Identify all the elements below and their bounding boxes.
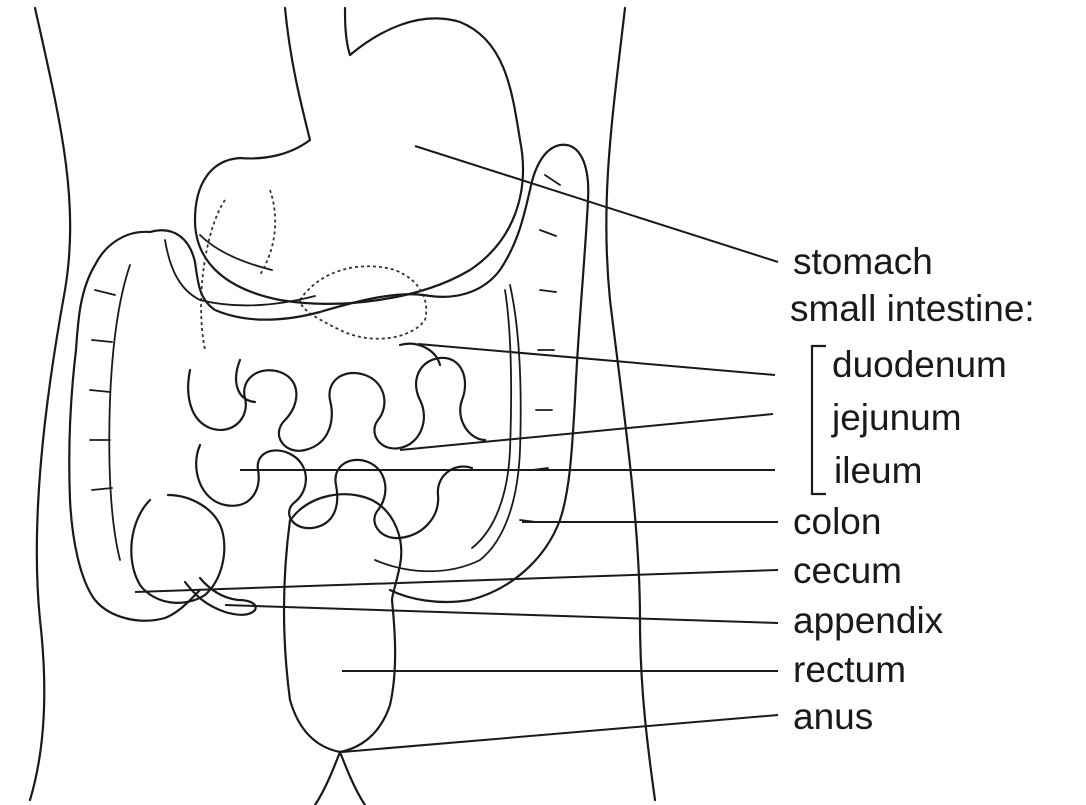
pancreas-dotted: [201, 190, 426, 350]
label-jejunum: jejunum: [832, 399, 962, 436]
colon-inner: [109, 240, 520, 571]
label-duodenum: duodenum: [832, 346, 1007, 383]
rectum-shape: [284, 520, 395, 752]
body-outline-left: [30, 8, 70, 800]
small-intestine-coils: [188, 344, 485, 538]
leader-cecum: [135, 570, 778, 592]
label-ileum: ileum: [834, 452, 922, 489]
legs-gap: [315, 752, 365, 805]
body-outline-right: [606, 8, 655, 800]
leader-jejunum: [400, 414, 773, 450]
stomach-shape: [195, 8, 523, 304]
label-rectum: rectum: [793, 651, 906, 688]
leader-appendix: [225, 605, 778, 623]
cecum-shape: [131, 495, 224, 603]
leader-stomach: [415, 146, 778, 262]
label-appendix: appendix: [793, 602, 943, 639]
leader-duodenum: [418, 344, 775, 375]
label-cecum: cecum: [793, 552, 902, 589]
label-colon: colon: [793, 503, 881, 540]
label-stomach: stomach: [793, 243, 933, 280]
leader-anus: [342, 715, 778, 752]
appendix-shape: [185, 578, 256, 615]
label-anus: anus: [793, 698, 873, 735]
label-small-intestine: small intestine:: [790, 290, 1035, 327]
small-intestine-bracket: [812, 346, 826, 494]
